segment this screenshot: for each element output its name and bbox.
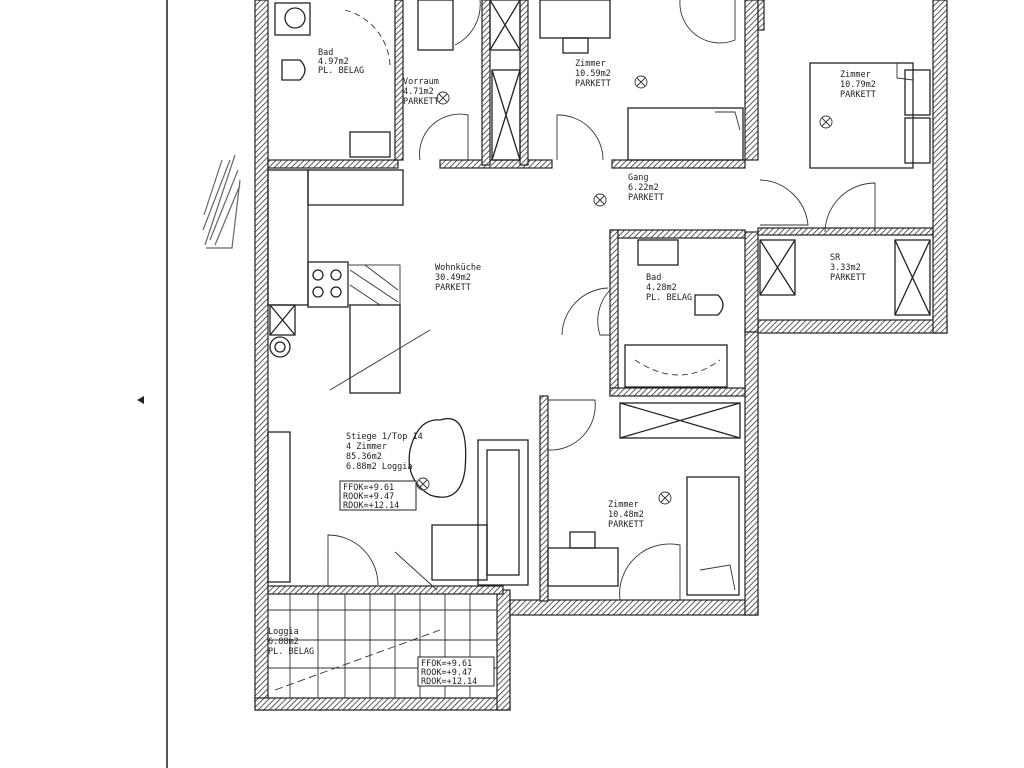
room-label-sr: SR 3.33m2 PARKETT bbox=[830, 253, 866, 283]
level-rook: ROOK=+9.47 bbox=[343, 492, 394, 502]
level-rdok: RDOK=+12.14 bbox=[343, 501, 399, 511]
room-label-zimmer-2: Zimmer 10.79m2 PARKETT bbox=[840, 70, 876, 100]
level-ffok: FFOK=+9.61 bbox=[421, 659, 472, 669]
level-box: FFOK=+9.61 ROOK=+9.47 RDOK=+12.14 bbox=[339, 480, 417, 511]
room-floor: PARKETT bbox=[830, 273, 866, 283]
room-area: 6.22m2 bbox=[628, 183, 659, 193]
room-name: Zimmer bbox=[840, 70, 871, 80]
room-label-gang: Gang 6.22m2 PARKETT bbox=[628, 173, 664, 203]
room-floor: PL. BELAG bbox=[268, 647, 314, 657]
marker-triangle-icon bbox=[137, 396, 144, 404]
room-floor: PL. BELAG bbox=[318, 66, 364, 76]
room-area: 4.97m2 bbox=[318, 57, 349, 67]
room-area: 4.71m2 bbox=[403, 87, 434, 97]
room-area: 10.79m2 bbox=[840, 80, 876, 90]
outer-walls bbox=[254, 0, 948, 711]
unit-area-label: 85.36m2 bbox=[346, 452, 382, 462]
room-area: 10.48m2 bbox=[608, 510, 644, 520]
furniture bbox=[267, 0, 931, 698]
room-name: Bad bbox=[646, 273, 661, 283]
room-floor: PL. BELAG bbox=[646, 293, 692, 303]
room-name: Bad bbox=[318, 48, 333, 58]
pencil-scribble bbox=[202, 154, 241, 249]
room-floor: PARKETT bbox=[575, 79, 611, 89]
unit-info: Stiege 1/Top 14 4 Zimmer 85.36m2 6.88m2 … bbox=[346, 432, 423, 472]
room-name: Gang bbox=[628, 173, 648, 183]
room-name: Zimmer bbox=[608, 500, 639, 510]
loggia-level-box: FFOK=+9.61 ROOK=+9.47 RDOK=+12.14 bbox=[417, 656, 495, 687]
room-area: 30.49m2 bbox=[435, 273, 471, 283]
room-label-vorraum: Vorraum 4.71m2 PARKETT bbox=[403, 77, 439, 107]
level-rook: ROOK=+9.47 bbox=[421, 668, 472, 678]
shafts bbox=[269, 0, 931, 439]
stair-top-label: Stiege 1/Top 14 bbox=[346, 432, 423, 442]
room-floor: PARKETT bbox=[403, 97, 439, 107]
room-floor: PARKETT bbox=[840, 90, 876, 100]
room-floor: PARKETT bbox=[608, 520, 644, 530]
room-floor: PARKETT bbox=[628, 193, 664, 203]
loggia-area-label: 6.88m2 Loggia bbox=[346, 462, 413, 472]
room-label-bad-2: Bad 4.28m2 PL. BELAG bbox=[646, 273, 692, 303]
light-fixture-icons bbox=[416, 75, 833, 505]
room-name: Vorraum bbox=[403, 77, 439, 87]
interior-walls bbox=[267, 0, 934, 602]
level-ffok: FFOK=+9.61 bbox=[343, 483, 394, 493]
room-area: 10.59m2 bbox=[575, 69, 611, 79]
room-name: Wohnküche bbox=[435, 263, 481, 273]
room-label-zimmer-3: Zimmer 10.48m2 PARKETT bbox=[608, 500, 644, 530]
room-area: 3.33m2 bbox=[830, 263, 861, 273]
room-floor: PARKETT bbox=[435, 283, 471, 293]
room-area: 4.28m2 bbox=[646, 283, 677, 293]
room-name: SR bbox=[830, 253, 841, 263]
room-name: Loggia bbox=[268, 627, 299, 637]
room-name: Zimmer bbox=[575, 59, 606, 69]
room-label-zimmer-1: Zimmer 10.59m2 PARKETT bbox=[575, 59, 611, 89]
rooms-count-label: 4 Zimmer bbox=[346, 442, 387, 452]
room-label-loggia: Loggia 6.88m2 PL. BELAG bbox=[268, 627, 314, 657]
room-area: 6.88m2 bbox=[268, 637, 299, 647]
level-rdok: RDOK=+12.14 bbox=[421, 677, 477, 687]
room-label-wohnkueche: Wohnküche 30.49m2 PARKETT bbox=[435, 263, 481, 293]
room-label-bad-1: Bad 4.97m2 PL. BELAG bbox=[318, 48, 364, 76]
